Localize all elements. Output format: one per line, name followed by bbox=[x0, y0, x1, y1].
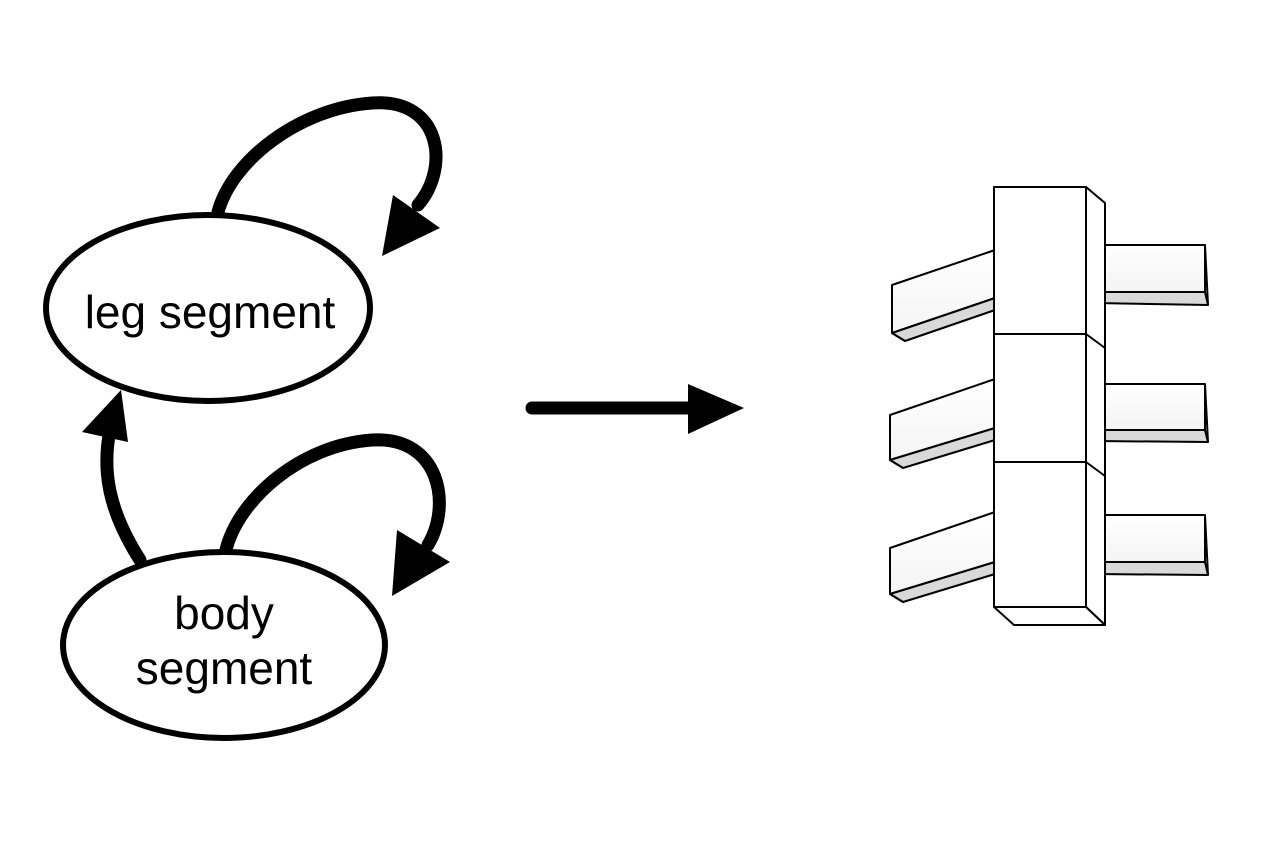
right-leg-2 bbox=[1089, 383, 1209, 443]
left-leg-2 bbox=[889, 378, 996, 469]
node-leg-segment-label: leg segment bbox=[85, 286, 336, 338]
body-self-loop-arrow bbox=[219, 433, 450, 596]
graph: leg segment body segment bbox=[43, 96, 450, 741]
right-leg-3 bbox=[1089, 514, 1209, 576]
body-segment-2 bbox=[993, 333, 1087, 463]
body-segment-3 bbox=[993, 461, 1087, 608]
left-leg-3 bbox=[889, 511, 996, 603]
left-leg-1 bbox=[891, 249, 996, 342]
body-to-leg-arrow bbox=[82, 390, 147, 567]
node-leg-segment: leg segment bbox=[43, 212, 373, 404]
body-front-face bbox=[993, 186, 1087, 608]
leg-self-loop-arrow bbox=[211, 96, 443, 256]
body-segment-1 bbox=[993, 186, 1087, 335]
node-body-segment: body segment bbox=[60, 549, 388, 741]
body-self-loop-arrowhead bbox=[392, 530, 450, 596]
transform-arrow bbox=[525, 384, 744, 434]
body-to-leg-arrowhead bbox=[82, 390, 128, 442]
creature bbox=[889, 186, 1209, 626]
right-leg-1 bbox=[1089, 244, 1209, 306]
leg-self-loop-arrowhead bbox=[382, 195, 440, 256]
transform-arrowhead bbox=[688, 384, 744, 434]
node-body-segment-label-line-2: segment bbox=[136, 642, 313, 694]
node-body-segment-label-line-1: body bbox=[174, 587, 274, 639]
